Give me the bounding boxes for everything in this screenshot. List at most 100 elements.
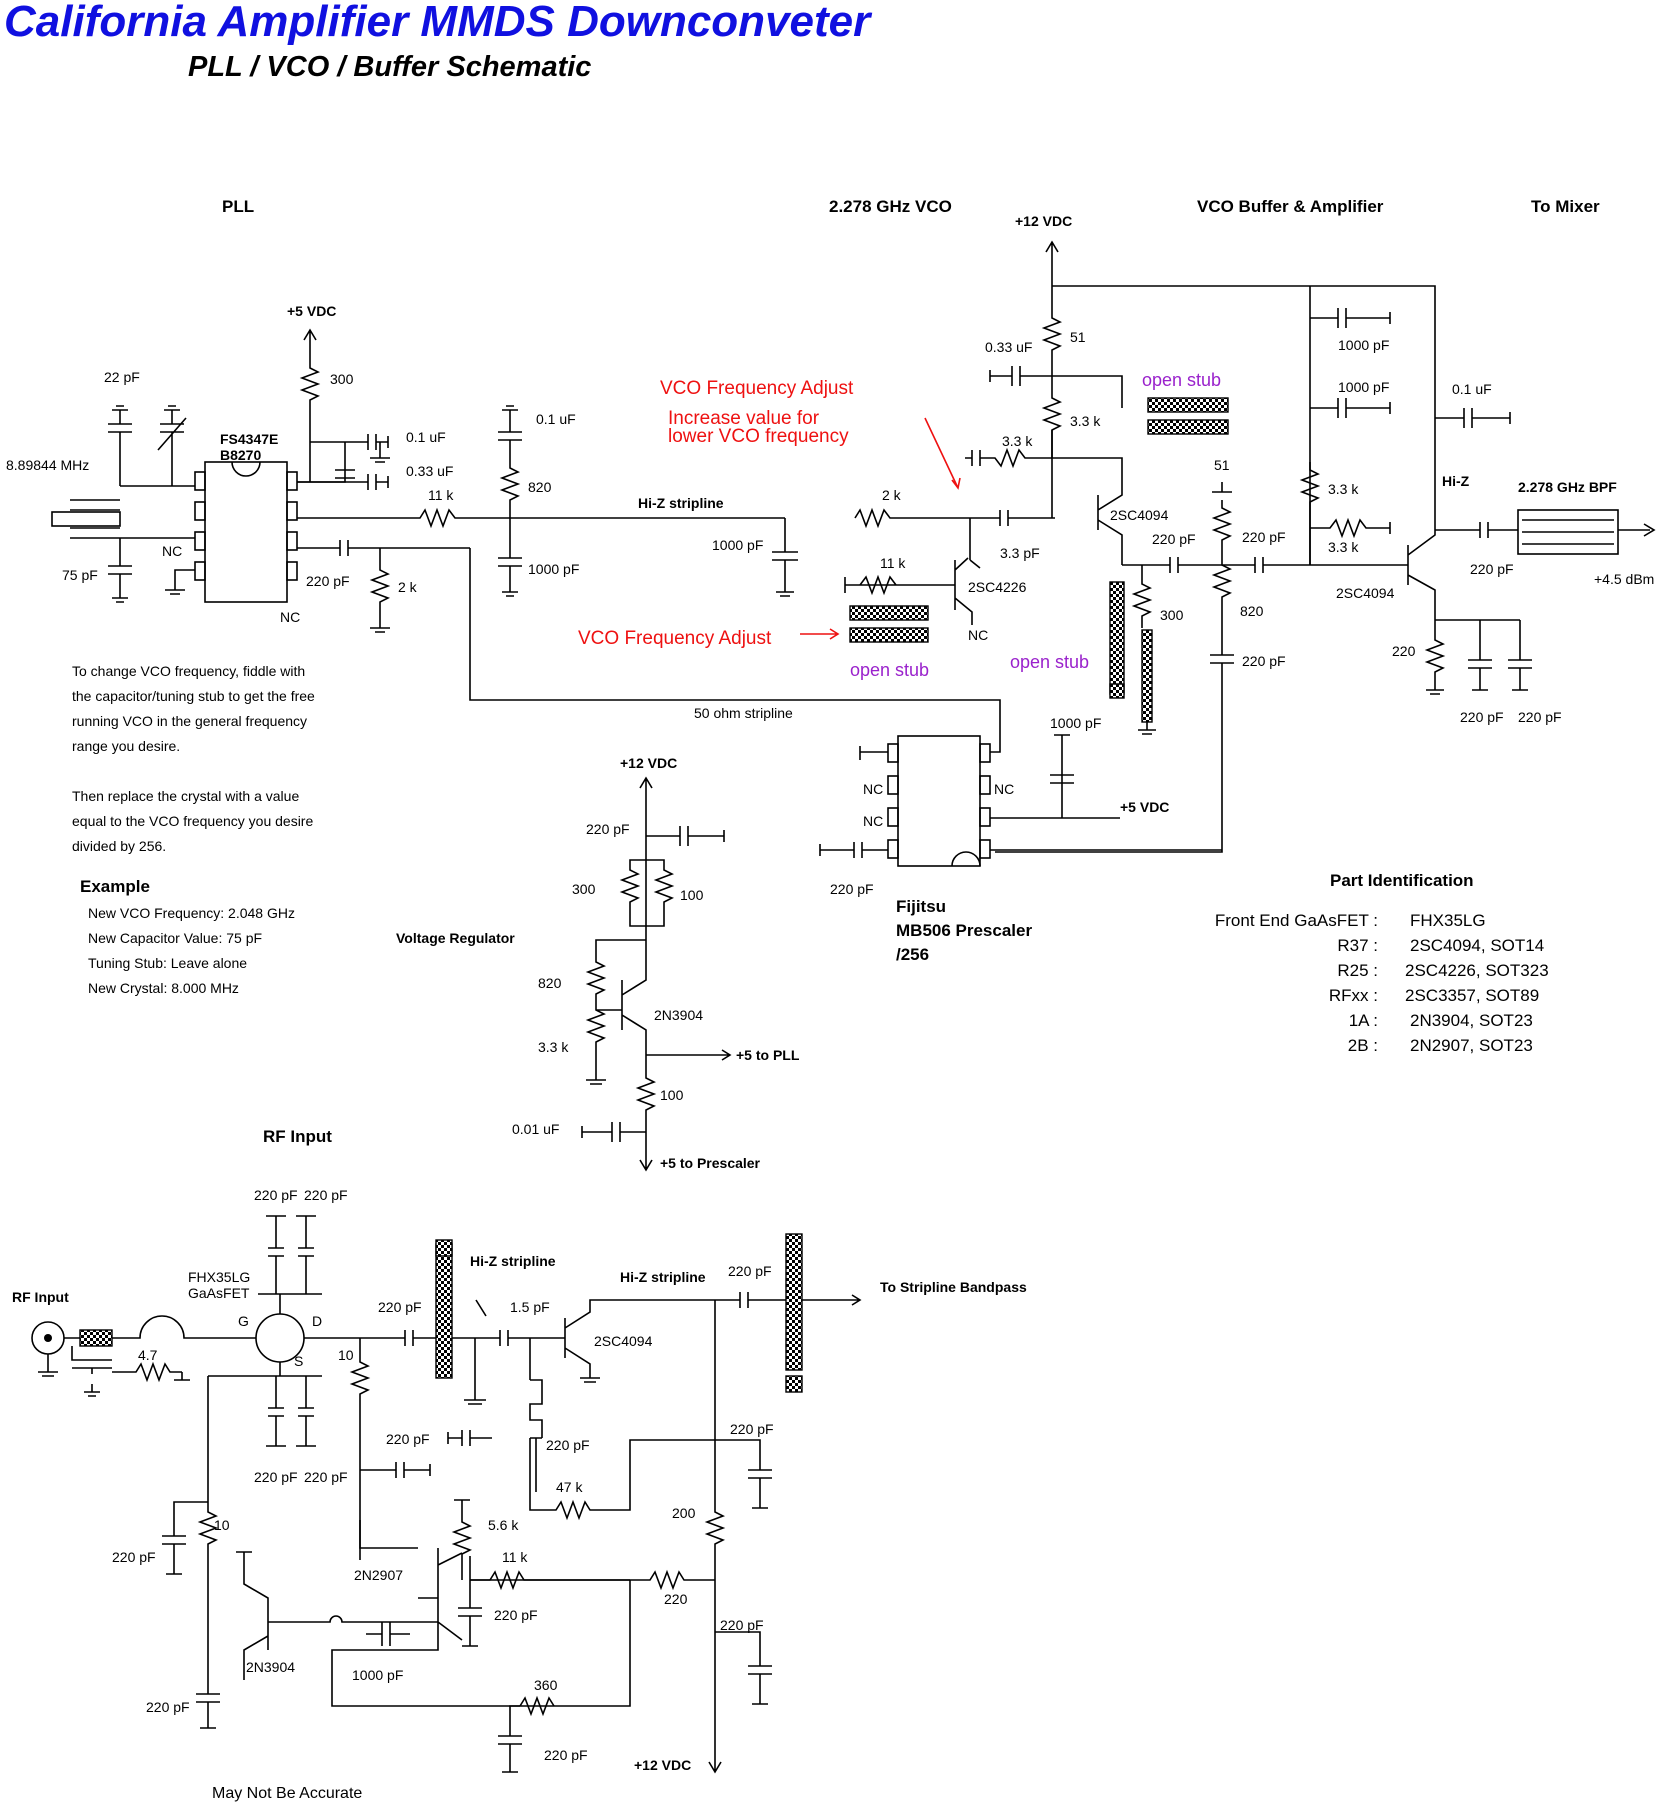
pll-c22-label: 22 pF	[104, 369, 140, 385]
instructions: To change VCO frequency, fiddle with the…	[72, 663, 315, 996]
section-mixer: To Mixer	[1531, 197, 1600, 216]
vco-q: 2SC4226	[968, 579, 1027, 595]
crystal-label: 8.89844 MHz	[6, 457, 89, 473]
rf-d: D	[312, 1313, 322, 1329]
open-stub-2	[1147, 397, 1229, 413]
buffer-section: 220 pF 300 51 820 220 pF 220 pF 1000 pF …	[995, 286, 1656, 853]
vco-adj-note2: lower VCO frequency	[668, 426, 849, 447]
pre-name1: Fijitsu	[896, 897, 946, 916]
rf-c220e: 220 pF	[378, 1299, 422, 1315]
pll-r11k: 11 k	[428, 487, 454, 503]
pre-nc3: NC	[994, 781, 1014, 797]
buf-r220: 220	[1392, 643, 1416, 659]
rf-q2: 2N2907	[354, 1567, 403, 1583]
rf-c220a: 220 pF	[254, 1187, 298, 1203]
reg-r300: 300	[572, 881, 596, 897]
vco-nc: NC	[968, 627, 988, 643]
pre-vdc5: +5 VDC	[1120, 799, 1169, 815]
instruction-line: Then replace the crystal with a value	[72, 788, 299, 804]
rf-section: RF Input 4.7 FHX35LG GaAsFET G D S 220 p…	[12, 1187, 1027, 1774]
rf-r47: 4.7	[138, 1347, 158, 1363]
pll-c1000: 1000 pF	[528, 561, 579, 577]
example-line: New Crystal: 8.000 MHz	[88, 980, 239, 996]
reg-to-pll: +5 to PLL	[736, 1047, 800, 1063]
rf-c220b: 220 pF	[304, 1187, 348, 1203]
pre-nc1: NC	[863, 781, 883, 797]
buf-r820: 820	[1240, 603, 1264, 619]
vco-r51: 51	[1070, 329, 1086, 345]
instruction-line: the capacitor/tuning stub to get the fre…	[72, 688, 315, 704]
instruction-line: equal to the VCO frequency you desire	[72, 813, 313, 829]
prescaler-section: 1000 pF NC NC NC +5 VDC 220 pF Fijitsu M…	[819, 715, 1222, 964]
rf-r11k: 11 k	[502, 1549, 528, 1565]
buf-c220b: 220 pF	[1242, 529, 1286, 545]
pll-vdc5: +5 VDC	[287, 303, 336, 319]
rf-hiz1: Hi-Z stripline	[470, 1253, 556, 1269]
part-value: FHX35LG	[1410, 911, 1486, 930]
pll-c01b: 0.1 uF	[536, 411, 576, 427]
open-stub-3	[1109, 581, 1125, 695]
crystal-symbol	[51, 485, 195, 539]
pll-nc1: NC	[162, 543, 182, 559]
vco-c33: 3.3 pF	[1000, 545, 1040, 561]
rf-fet2: GaAsFET	[188, 1285, 250, 1301]
rf-c220i: 220 pF	[730, 1421, 774, 1437]
part-ref: 2B :	[1348, 1036, 1378, 1055]
pre-nc2: NC	[863, 813, 883, 829]
part-ref: R37 :	[1337, 936, 1378, 955]
pll-c033: 0.33 uF	[406, 463, 453, 479]
rf-g: G	[238, 1313, 249, 1329]
rf-to-bp: To Stripline Bandpass	[880, 1279, 1027, 1295]
vco-stub1: open stub	[850, 660, 929, 680]
instruction-line: To change VCO frequency, fiddle with	[72, 663, 305, 679]
pll-r2k: 2 k	[398, 579, 418, 595]
vco-vdc12: +12 VDC	[1015, 213, 1072, 229]
page-title: California Amplifier MMDS Downconveter	[4, 0, 873, 46]
rf-r56k: 5.6 k	[488, 1517, 519, 1533]
page-subtitle: PLL / VCO / Buffer Schematic	[188, 51, 591, 83]
part-value: 2SC4094, SOT14	[1410, 936, 1544, 955]
pll-c220: 220 pF	[306, 573, 350, 589]
example-line: New Capacitor Value: 75 pF	[88, 930, 262, 946]
reg-r820: 820	[538, 975, 562, 991]
open-stub-1	[849, 605, 929, 621]
example-line: Tuning Stub: Leave alone	[88, 955, 247, 971]
rf-c220f: 220 pF	[728, 1263, 772, 1279]
pll-r820: 820	[528, 479, 552, 495]
buf-bpf: 2.278 GHz BPF	[1518, 479, 1617, 495]
vco-stripline50: 50 ohm stripline	[694, 705, 793, 721]
rf-hiz2: Hi-Z stripline	[620, 1269, 706, 1285]
vco-adj-bottom: VCO Frequency Adjust	[578, 628, 772, 649]
pll-chip-name: FS4347E	[220, 431, 278, 447]
rf-c15: 1.5 pF	[510, 1299, 550, 1315]
pre-name3: /256	[896, 945, 929, 964]
section-pll: PLL	[222, 197, 254, 216]
vco-r11k: 11 k	[880, 555, 906, 571]
vco-r2k: 2 k	[882, 487, 902, 503]
part-value: 2N3904, SOT23	[1410, 1011, 1533, 1030]
rf-vdc12: +12 VDC	[634, 1757, 691, 1773]
buf-c01: 0.1 uF	[1452, 381, 1492, 397]
vco-r33k: 3.3 k	[1070, 413, 1101, 429]
instruction-line: divided by 256.	[72, 838, 166, 854]
part-value: 2SC3357, SOT89	[1405, 986, 1539, 1005]
buf-c1000a: 1000 pF	[1338, 337, 1389, 353]
rf-c220d: 220 pF	[304, 1469, 348, 1485]
vco-hiz: Hi-Z stripline	[638, 495, 724, 511]
buf-c220d: 220 pF	[1470, 561, 1514, 577]
rf-q1: 2SC4094	[594, 1333, 653, 1349]
prescaler-chip	[897, 735, 981, 867]
rf-s: S	[294, 1353, 303, 1369]
buf-r51: 51	[1214, 457, 1230, 473]
vco-q2: 2SC4094	[1110, 507, 1169, 523]
section-rf-input: RF Input	[263, 1127, 332, 1146]
pll-chip	[204, 461, 288, 603]
rf-fet1: FHX35LG	[188, 1269, 250, 1285]
pre-name2: MB506 Prescaler	[896, 921, 1032, 940]
footer-disclaimer: May Not Be Accurate	[212, 1785, 362, 1802]
reg-r100: 100	[680, 887, 704, 903]
rf-c220h: 220 pF	[386, 1431, 430, 1447]
example-heading: Example	[80, 877, 150, 896]
part-ref: 1A :	[1349, 1011, 1378, 1030]
